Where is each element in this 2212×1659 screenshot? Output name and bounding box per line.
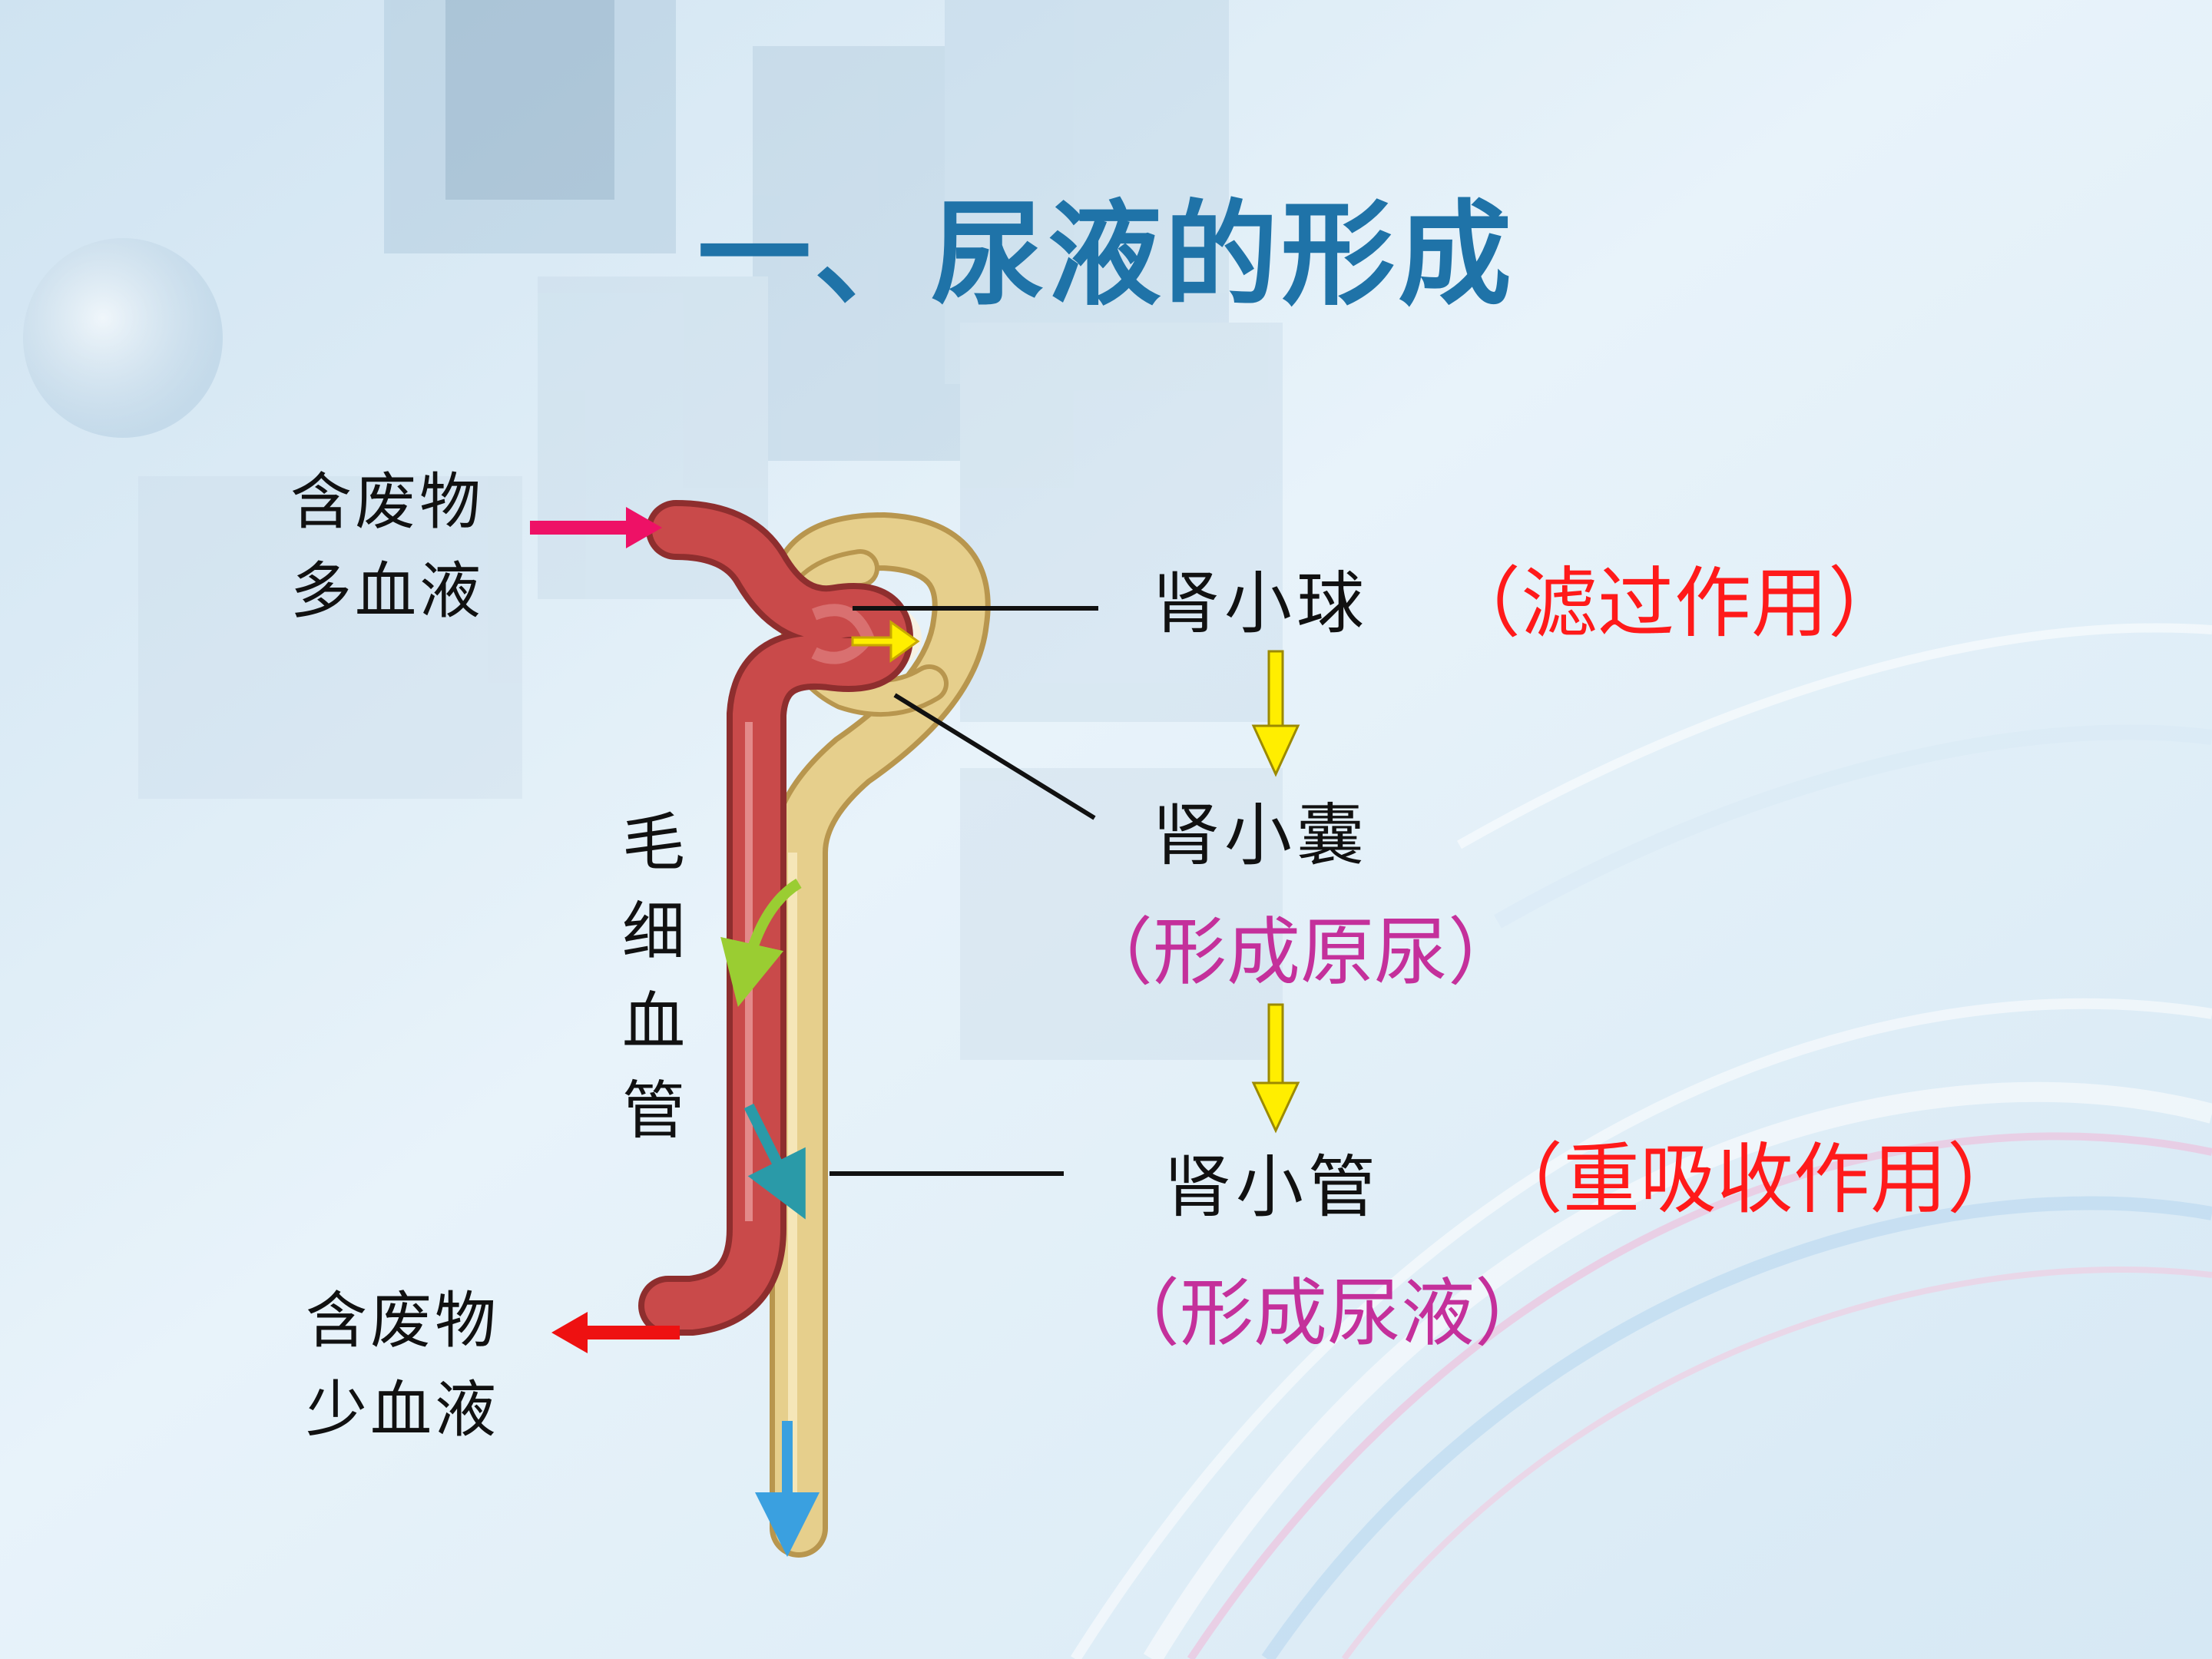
slide-title: 一、尿液的形成 [697, 189, 1515, 321]
filtration-arrow [851, 620, 920, 663]
tubule-note: （重吸收作用） [1486, 1134, 2024, 1224]
outflow-label-line1: 含废物 [306, 1285, 499, 1356]
inflow-label-line2: 多血液 [290, 555, 484, 627]
tubule-result-note: （形成尿液） [1106, 1270, 1548, 1356]
capillary-char: 毛 [621, 806, 685, 879]
capsule-note: （形成原尿） [1079, 909, 1522, 995]
capillary-char: 细 [621, 896, 685, 969]
process-arrow-1 [1251, 650, 1300, 777]
inflow-arrow [530, 507, 662, 548]
outflow-label-line2: 少血液 [306, 1374, 499, 1445]
light-streaks [1071, 623, 2212, 1659]
capsule-leader-line [893, 693, 1096, 820]
reabsorption-arrow-green [720, 878, 802, 1007]
flow-arrows [720, 620, 920, 1557]
reabsorption-arrow-teal [743, 1103, 806, 1220]
tubule-label: 肾小管 [1164, 1147, 1381, 1227]
inflow-label: 含废物 多血液 [290, 458, 484, 636]
outflow-label: 含废物 少血液 [306, 1277, 499, 1455]
capillary-label: 毛 细 血 管 [619, 799, 688, 1157]
glomerulus-label: 肾小球 [1152, 564, 1369, 643]
capillary-char: 血 [621, 985, 685, 1058]
background-tiles [138, 0, 1283, 1060]
glomerulus-note: （滤过作用） [1444, 558, 1905, 648]
capillary-vessel [638, 500, 914, 1336]
capillary-char: 管 [621, 1075, 685, 1148]
capsule-label: 肾小囊 [1152, 796, 1369, 875]
outflow-arrow [551, 1312, 680, 1353]
inflow-label-line1: 含废物 [290, 466, 484, 538]
process-arrow-2 [1251, 1003, 1300, 1134]
globe-decoration [23, 238, 223, 438]
